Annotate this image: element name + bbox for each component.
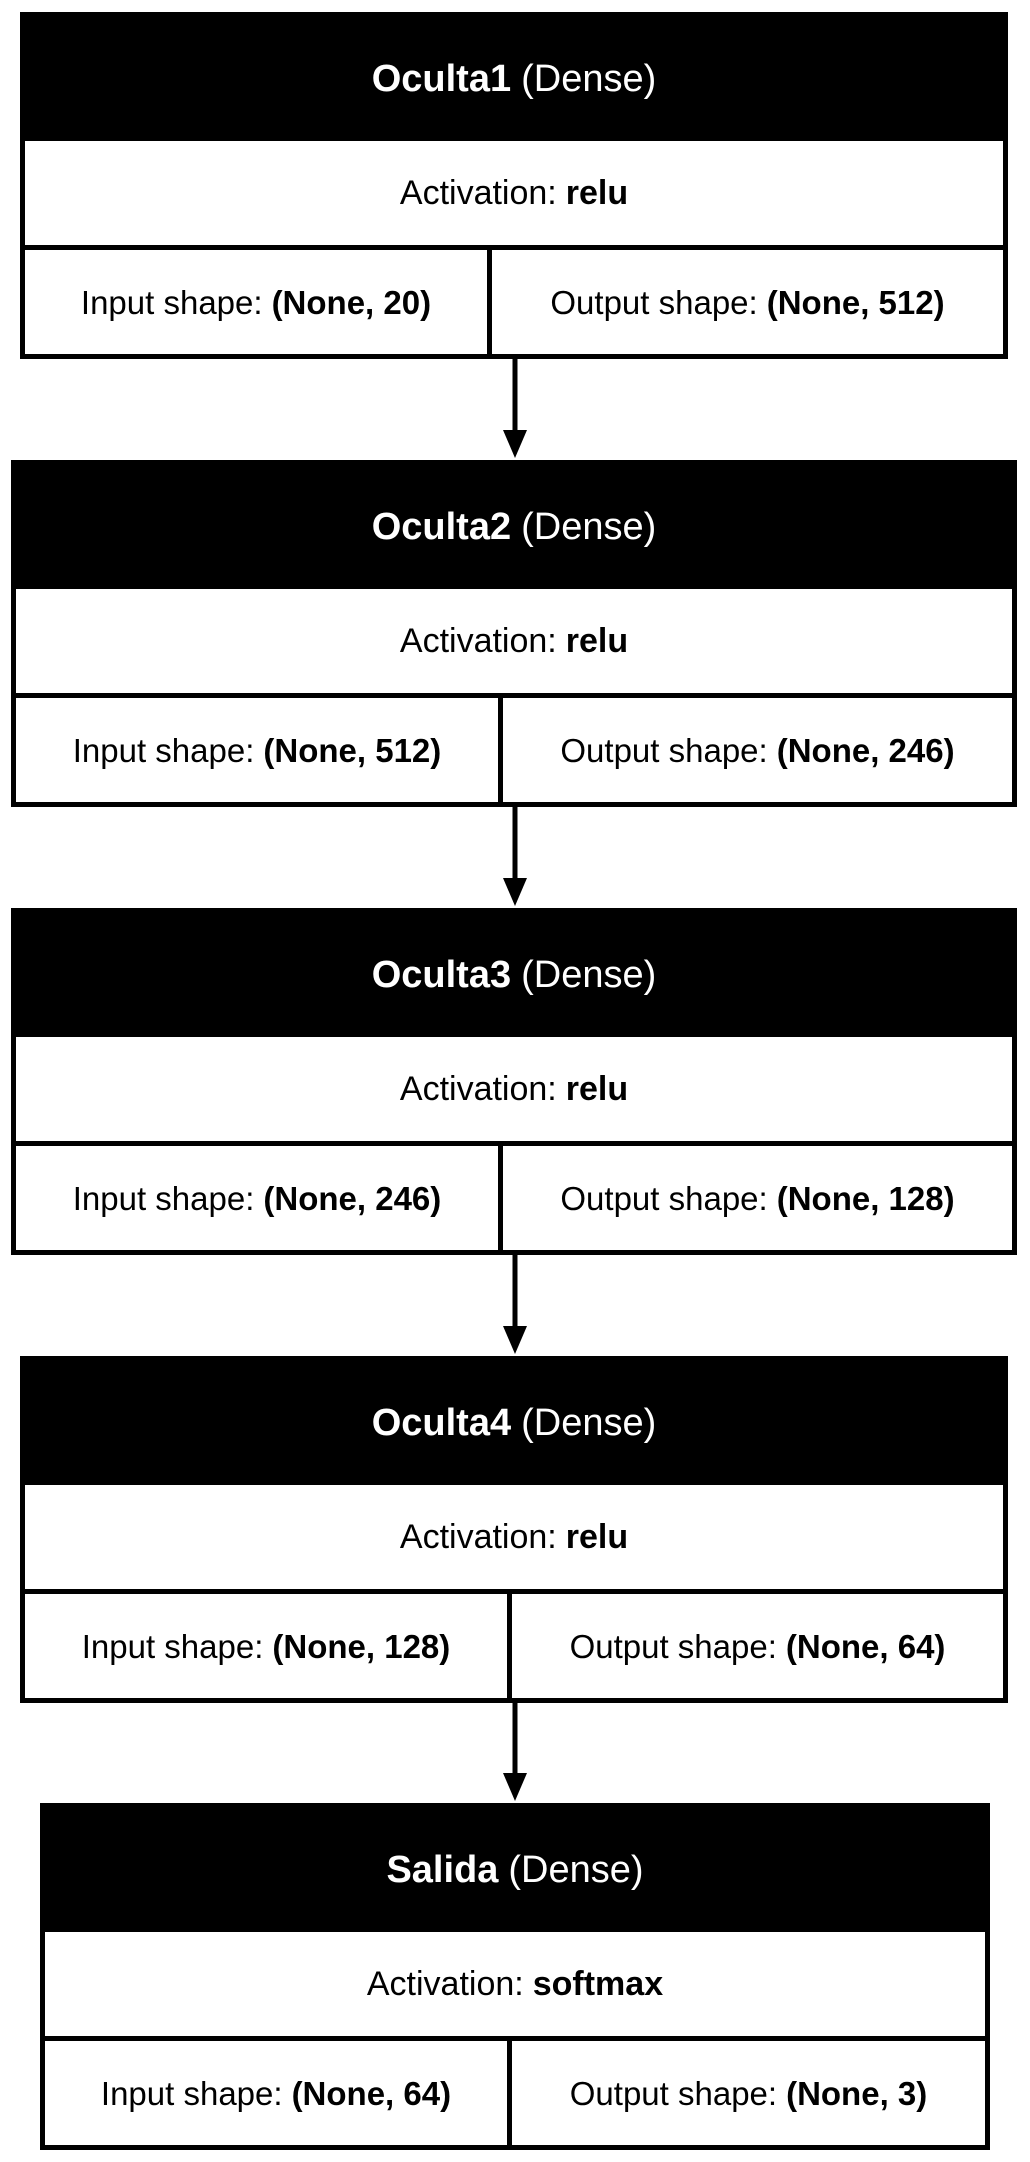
output-shape-cell: Output shape: (None, 64) [512,1594,1003,1700]
input-shape-cell: Input shape: (None, 20) [25,250,492,356]
layer-header: Oculta3 (Dense) [16,913,1012,1037]
layer-header: Oculta2 (Dense) [16,465,1012,589]
input-shape-value: (None, 246) [263,1180,442,1217]
output-shape-value: (None, 128) [776,1180,955,1217]
layer-type: (Dense) [508,1848,644,1891]
activation-row: Activation: relu [16,589,1012,698]
input-shape-value: (None, 20) [271,284,432,321]
activation-value: relu [565,1069,629,1108]
output-shape-label: Output shape: [560,732,768,769]
input-shape-cell: Input shape: (None, 128) [25,1594,512,1700]
output-shape-value: (None, 3) [786,2075,928,2112]
layer-type: (Dense) [521,1401,657,1444]
activation-row: Activation: relu [25,141,1003,250]
arrow-head [503,430,527,458]
input-shape-value: (None, 128) [272,1628,451,1665]
output-shape-label: Output shape: [560,1180,768,1217]
input-shape-label: Input shape: [100,2075,283,2112]
activation-label: Activation: [399,621,557,660]
output-shape-value: (None, 64) [785,1628,946,1665]
output-shape-value: (None, 512) [766,284,945,321]
input-shape-cell: Input shape: (None, 512) [16,698,503,804]
activation-value: relu [565,1517,629,1556]
layer-box-oculta1: Oculta1 (Dense) Activation: relu Input s… [20,12,1008,359]
layer-name: Oculta1 [371,57,512,100]
output-shape-cell: Output shape: (None, 128) [503,1146,1012,1252]
activation-row: Activation: softmax [45,1932,985,2041]
input-shape-label: Input shape: [72,732,255,769]
activation-row: Activation: relu [16,1037,1012,1146]
layer-header: Oculta4 (Dense) [25,1361,1003,1485]
layer-type: (Dense) [521,953,657,996]
output-shape-value: (None, 246) [776,732,955,769]
output-shape-cell: Output shape: (None, 246) [503,698,1012,804]
input-shape-cell: Input shape: (None, 246) [16,1146,503,1252]
arrow-3-to-4 [503,1255,527,1354]
layer-box-oculta4: Oculta4 (Dense) Activation: relu Input s… [20,1356,1008,1703]
input-shape-label: Input shape: [81,1628,264,1665]
activation-value: relu [565,173,629,212]
activation-label: Activation: [366,1964,524,2003]
activation-value: softmax [532,1964,664,2003]
arrow-head [503,1326,527,1354]
layer-name: Salida [386,1848,499,1891]
layer-type: (Dense) [521,57,657,100]
arrow-head [503,1773,527,1801]
arrow-2-to-3 [503,807,527,906]
activation-row: Activation: relu [25,1485,1003,1594]
arrow-1-to-2 [503,359,527,458]
activation-label: Activation: [399,1069,557,1108]
output-shape-label: Output shape: [569,1628,777,1665]
layer-name: Oculta3 [371,953,512,996]
shape-row: Input shape: (None, 64) Output shape: (N… [45,2041,985,2147]
layer-box-oculta2: Oculta2 (Dense) Activation: relu Input s… [11,460,1017,807]
layer-type: (Dense) [521,505,657,548]
input-shape-value: (None, 64) [291,2075,452,2112]
input-shape-cell: Input shape: (None, 64) [45,2041,512,2147]
activation-value: relu [565,621,629,660]
input-shape-label: Input shape: [72,1180,255,1217]
input-shape-label: Input shape: [80,284,263,321]
layer-header: Oculta1 (Dense) [25,17,1003,141]
layer-box-oculta3: Oculta3 (Dense) Activation: relu Input s… [11,908,1017,1255]
output-shape-cell: Output shape: (None, 512) [492,250,1003,356]
shape-row: Input shape: (None, 512) Output shape: (… [16,698,1012,804]
layer-name: Oculta2 [371,505,512,548]
shape-row: Input shape: (None, 128) Output shape: (… [25,1594,1003,1700]
shape-row: Input shape: (None, 20) Output shape: (N… [25,250,1003,356]
arrow-head [503,878,527,906]
layer-name: Oculta4 [371,1401,512,1444]
activation-label: Activation: [399,1517,557,1556]
activation-label: Activation: [399,173,557,212]
arrow-4-to-5 [503,1703,527,1801]
input-shape-value: (None, 512) [263,732,442,769]
layer-header: Salida (Dense) [45,1808,985,1932]
shape-row: Input shape: (None, 246) Output shape: (… [16,1146,1012,1252]
output-shape-cell: Output shape: (None, 3) [512,2041,985,2147]
output-shape-label: Output shape: [550,284,758,321]
output-shape-label: Output shape: [569,2075,778,2112]
layer-box-salida: Salida (Dense) Activation: softmax Input… [40,1803,990,2150]
